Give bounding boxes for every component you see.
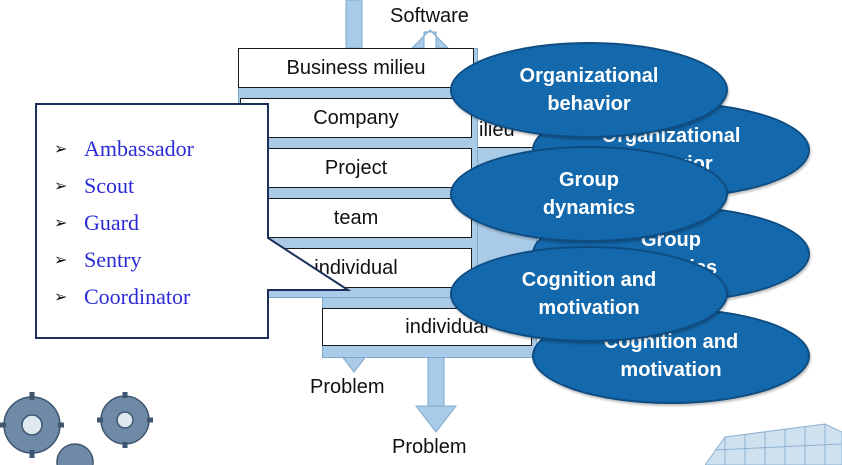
role-item-coordinator: ➢ Coordinator [54, 278, 264, 315]
arrow-bullet-icon: ➢ [54, 214, 68, 232]
role-label: Sentry [84, 246, 142, 272]
role-label: Ambassador [84, 135, 194, 161]
problem-label-2: Problem [392, 436, 467, 458]
arrow-bullet-icon: ➢ [54, 177, 68, 195]
ellipse-front-organizational: Organizational behavior [450, 42, 728, 138]
role-item-scout: ➢ Scout [54, 167, 264, 204]
layer-project-label: Project [324, 156, 388, 179]
arrow-bullet-icon: ➢ [54, 288, 68, 306]
role-label: Coordinator [84, 283, 191, 309]
layer-team: team [240, 198, 472, 238]
gears-decoration-icon [0, 392, 153, 465]
problem-arrowhead-2 [414, 405, 458, 433]
layer-individual-label: individual [314, 256, 398, 279]
back-layer-individual-label: individual [405, 315, 489, 338]
ellipse-front-group: Group dynamics [450, 146, 728, 242]
ellipse-front-organizational-label: Organizational behavior [519, 65, 659, 115]
role-label: Guard [84, 209, 139, 235]
layer-business-milieu: Business milieu [238, 48, 474, 88]
building-decoration-icon [705, 423, 842, 465]
ellipse-front-cognition: Cognition and motivation [450, 246, 728, 342]
layer-team-label: team [333, 206, 379, 229]
problem-label-1: Problem [310, 376, 385, 398]
role-item-ambassador: ➢ Ambassador [54, 130, 264, 167]
layer-company-label: Company [313, 106, 399, 129]
arrow-bullet-icon: ➢ [54, 140, 68, 158]
layer-business-milieu-label: Business milieu [286, 56, 426, 79]
layer-company: Company [240, 98, 472, 138]
roles-callout: ➢ Ambassador ➢ Scout ➢ Guard ➢ Sentry ➢ Coord… [54, 130, 264, 315]
roles-list: ➢ Ambassador ➢ Scout ➢ Guard ➢ Sentry ➢ Coord… [54, 130, 264, 315]
arrow-bullet-icon: ➢ [54, 251, 68, 269]
role-label: Scout [84, 172, 135, 198]
ellipse-front-cognition-label: Cognition and motivation [521, 269, 657, 319]
role-item-guard: ➢ Guard [54, 204, 264, 241]
role-item-sentry: ➢ Sentry [54, 241, 264, 278]
ellipse-front-group-label: Group dynamics [542, 169, 636, 219]
software-label: Software [390, 5, 469, 27]
